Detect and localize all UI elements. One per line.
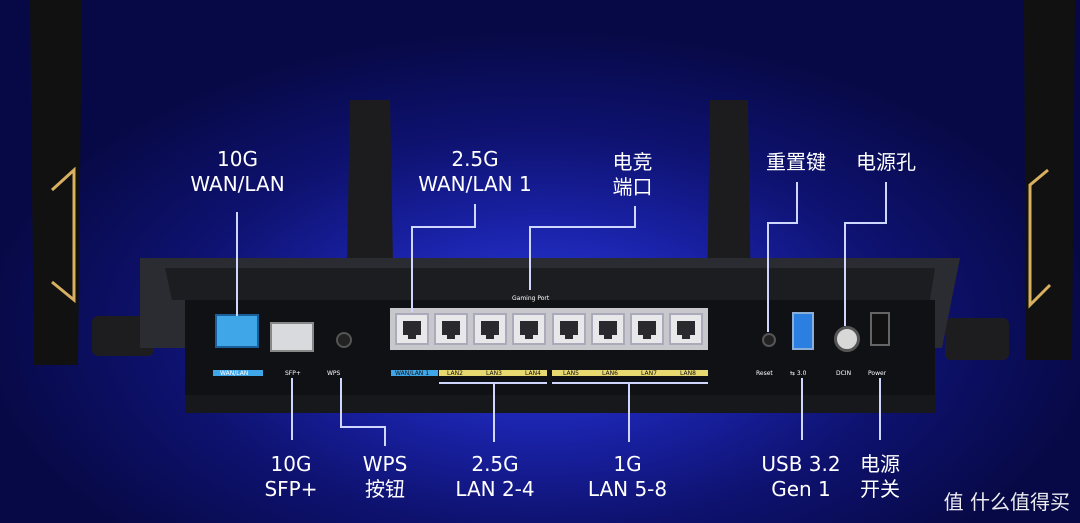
lan-port-3 — [473, 313, 507, 345]
label-lan1: WAN/LAN 1 — [395, 370, 430, 377]
label-gaming-port: Gaming Port — [512, 295, 550, 302]
sfp-port — [270, 322, 314, 352]
callout-25g-wan-lan1: 2.5G WAN/LAN 1 — [418, 147, 532, 196]
leader-line-usb — [801, 378, 803, 440]
leader-line-25g-wan-h — [411, 226, 475, 228]
label-lan4: LAN4 — [525, 370, 541, 377]
label-power: Power — [868, 370, 887, 377]
power-switch — [870, 312, 890, 346]
callout-power-switch: 电源 开关 — [860, 452, 900, 501]
leader-line-reset-v — [796, 182, 798, 224]
label-lan2: LAN2 — [447, 370, 463, 377]
label-sfp: SFP+ — [285, 370, 301, 377]
leader-line-gaming-h — [529, 226, 635, 228]
leader-line-power — [879, 378, 881, 440]
lan-port-8 — [669, 313, 703, 345]
leader-line-reset — [767, 222, 769, 332]
usb-port — [792, 312, 814, 350]
leader-line-gaming — [529, 226, 531, 290]
leader-line-25g-wan — [411, 226, 413, 312]
callout-usb: USB 3.2 Gen 1 — [761, 452, 841, 501]
wan-label-strip — [213, 370, 263, 376]
leader-line-dc-v — [885, 182, 887, 224]
dc-in-jack — [834, 326, 860, 352]
leader-line-10g-wan — [236, 212, 238, 316]
callout-25g-lan24: 2.5G LAN 2-4 — [455, 452, 535, 501]
leader-line-sfp — [291, 378, 293, 440]
bracket-lan58 — [552, 382, 708, 384]
lan-port-7 — [630, 313, 664, 345]
callout-1g-lan58: 1G LAN 5-8 — [587, 452, 668, 501]
callout-wps: WPS 按钮 — [362, 452, 408, 501]
callout-gaming-port: 电竞 端口 — [612, 150, 653, 199]
bracket-lan58-v — [628, 382, 630, 442]
reset-button — [762, 333, 776, 347]
lan58-label-strip — [552, 370, 708, 376]
leader-line-gaming-v — [634, 206, 636, 228]
bracket-lan24-v — [493, 382, 495, 442]
leader-line-dc-h — [844, 222, 886, 224]
label-lan6: LAN6 — [602, 370, 618, 377]
label-lan8: LAN8 — [680, 370, 696, 377]
label-reset: Reset — [756, 370, 773, 377]
callout-reset: 重置键 — [766, 150, 826, 174]
wan-10g-port — [215, 314, 259, 348]
label-lan7: LAN7 — [641, 370, 657, 377]
callout-10g-wan-lan: 10G WAN/LAN — [190, 147, 285, 196]
leader-line-25g-wan-d — [474, 204, 476, 228]
leader-line-wps — [340, 378, 342, 428]
lan-port-2 — [434, 313, 468, 345]
leader-line-wps-h — [340, 426, 386, 428]
watermark: 值 什么值得买 — [943, 490, 1070, 514]
lan-port-6 — [591, 313, 625, 345]
leader-line-wps-v — [384, 426, 386, 446]
leader-line-dc — [844, 222, 846, 326]
lan-port-1 — [395, 313, 429, 345]
label-lan3: LAN3 — [486, 370, 502, 377]
wps-button — [336, 332, 352, 348]
label-dcin: DCIN — [836, 370, 852, 377]
callout-10g-sfp: 10G SFP+ — [264, 452, 318, 501]
leader-line-reset-h — [767, 222, 797, 224]
lan-port-4 — [512, 313, 546, 345]
label-wps: WPS — [327, 370, 341, 377]
label-usb: ⇆ 3.0 — [790, 370, 807, 377]
lan-port-5 — [552, 313, 586, 345]
lan24-label-strip — [439, 370, 547, 376]
lan1-label-strip — [391, 370, 438, 376]
label-lan5: LAN5 — [563, 370, 579, 377]
callout-power-jack: 电源孔 — [856, 150, 916, 174]
label-wanlan: WAN/LAN — [220, 370, 249, 377]
